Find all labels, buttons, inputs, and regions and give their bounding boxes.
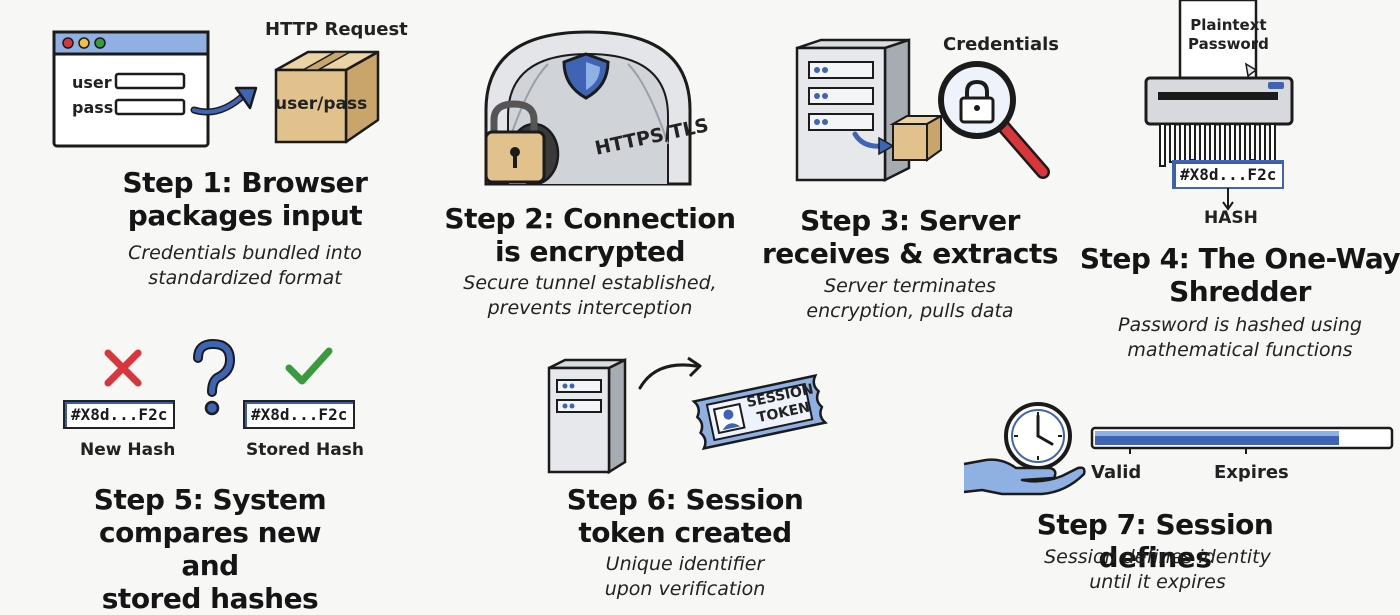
browser-window-icon xyxy=(52,30,210,148)
step4-desc-line1: Password is hashed using xyxy=(1118,314,1362,336)
step4-title: Step 4: The One-Way Shredder xyxy=(1075,242,1400,308)
step7-title-line1: Step 7: Session defines xyxy=(1036,508,1274,574)
step7-description: Session defines identity until it expire… xyxy=(1000,545,1315,595)
step6-description: Unique identifier upon verification xyxy=(560,552,810,602)
hand-clock-icon xyxy=(963,402,1086,496)
green-check-icon xyxy=(285,347,333,385)
package-box-icon xyxy=(274,50,380,144)
step4-desc-line2: mathematical functions xyxy=(1127,339,1353,361)
question-mark-icon xyxy=(193,338,236,416)
plaintext-paper-label: Plaintext Password xyxy=(1188,16,1269,54)
http-request-label: HTTP Request xyxy=(265,19,408,40)
session-token-icon xyxy=(691,373,828,451)
stored-hash-value: #X8d...F2c xyxy=(243,400,356,429)
arrow-icon xyxy=(638,356,702,390)
step3-desc-line2: encryption, pulls data xyxy=(806,300,1014,322)
shredder-hash-value: #X8d...F2c xyxy=(1172,160,1285,189)
step2-title-line1: Step 2: Connection xyxy=(444,202,736,235)
expires-label: Expires xyxy=(1214,462,1289,483)
paper-line2: Password xyxy=(1188,35,1269,53)
step2-title-line2: is encrypted xyxy=(494,235,686,268)
new-hash-label: New Hash xyxy=(80,440,176,460)
server-tower-icon xyxy=(547,357,627,475)
valid-label: Valid xyxy=(1091,462,1142,483)
step4-title-line2: Shredder xyxy=(1169,275,1311,308)
package-label: user/pass xyxy=(275,94,368,114)
step6-desc-line2: upon verification xyxy=(604,578,766,600)
new-hash-value: #X8d...F2c xyxy=(63,400,176,429)
session-timeline-bar xyxy=(1090,426,1394,454)
step1-desc-line2: standardized format xyxy=(148,267,342,289)
step6-title-line2: token created xyxy=(578,516,792,549)
step2-desc-line1: Secure tunnel established, xyxy=(463,272,717,294)
step7-title: Step 7: Session defines xyxy=(990,508,1320,574)
step1-title: Step 1: Browser packages input xyxy=(100,166,390,232)
step6-title: Step 6: Session token created xyxy=(540,483,830,549)
step6-desc-line1: Unique identifier xyxy=(605,553,765,575)
step3-description: Server terminates encryption, pulls data xyxy=(770,274,1050,324)
step7-desc-line1: Session defines identity xyxy=(1044,546,1271,568)
paper-line1: Plaintext xyxy=(1190,16,1267,34)
step1-desc-line1: Credentials bundled into xyxy=(128,242,362,264)
step4-description: Password is hashed using mathematical fu… xyxy=(1085,313,1395,363)
step4-title-line1: Step 4: The One-Way xyxy=(1079,242,1400,275)
step6-title-line1: Step 6: Session xyxy=(566,483,804,516)
hash-label: HASH xyxy=(1204,208,1258,228)
step5-title-line3: stored hashes xyxy=(101,582,319,615)
step1-description: Credentials bundled into standardized fo… xyxy=(90,241,400,291)
stored-hash-label: Stored Hash xyxy=(246,440,364,460)
red-x-icon xyxy=(104,349,142,387)
step2-desc-line2: prevents interception xyxy=(487,297,693,319)
step1-title-line2: packages input xyxy=(127,199,363,232)
user-label: user xyxy=(72,73,112,92)
step5-title-line1: Step 5: System xyxy=(93,483,327,516)
magnifier-icon xyxy=(938,61,1050,179)
credentials-label: Credentials xyxy=(943,34,1060,55)
step3-title-line1: Step 3: Server xyxy=(800,204,1020,237)
step2-description: Secure tunnel established, prevents inte… xyxy=(430,271,750,321)
step3-title-line2: receives & extracts xyxy=(761,237,1059,270)
step3-title: Step 3: Server receives & extracts xyxy=(760,204,1060,270)
step5-title-line2: compares new and xyxy=(99,516,321,582)
pass-label: pass xyxy=(72,98,114,117)
step3-desc-line1: Server terminates xyxy=(824,275,996,297)
down-arrow-icon xyxy=(1222,188,1234,211)
step1-title-line1: Step 1: Browser xyxy=(122,166,368,199)
step5-title: Step 5: System compares new and stored h… xyxy=(70,483,350,615)
server-icon xyxy=(795,38,945,183)
shredder-icon xyxy=(1144,0,1294,169)
step2-title: Step 2: Connection is encrypted xyxy=(435,202,745,268)
step7-desc-line2: until it expires xyxy=(1089,571,1226,593)
arrow-icon xyxy=(190,86,258,116)
encrypted-tunnel-icon xyxy=(484,30,692,186)
